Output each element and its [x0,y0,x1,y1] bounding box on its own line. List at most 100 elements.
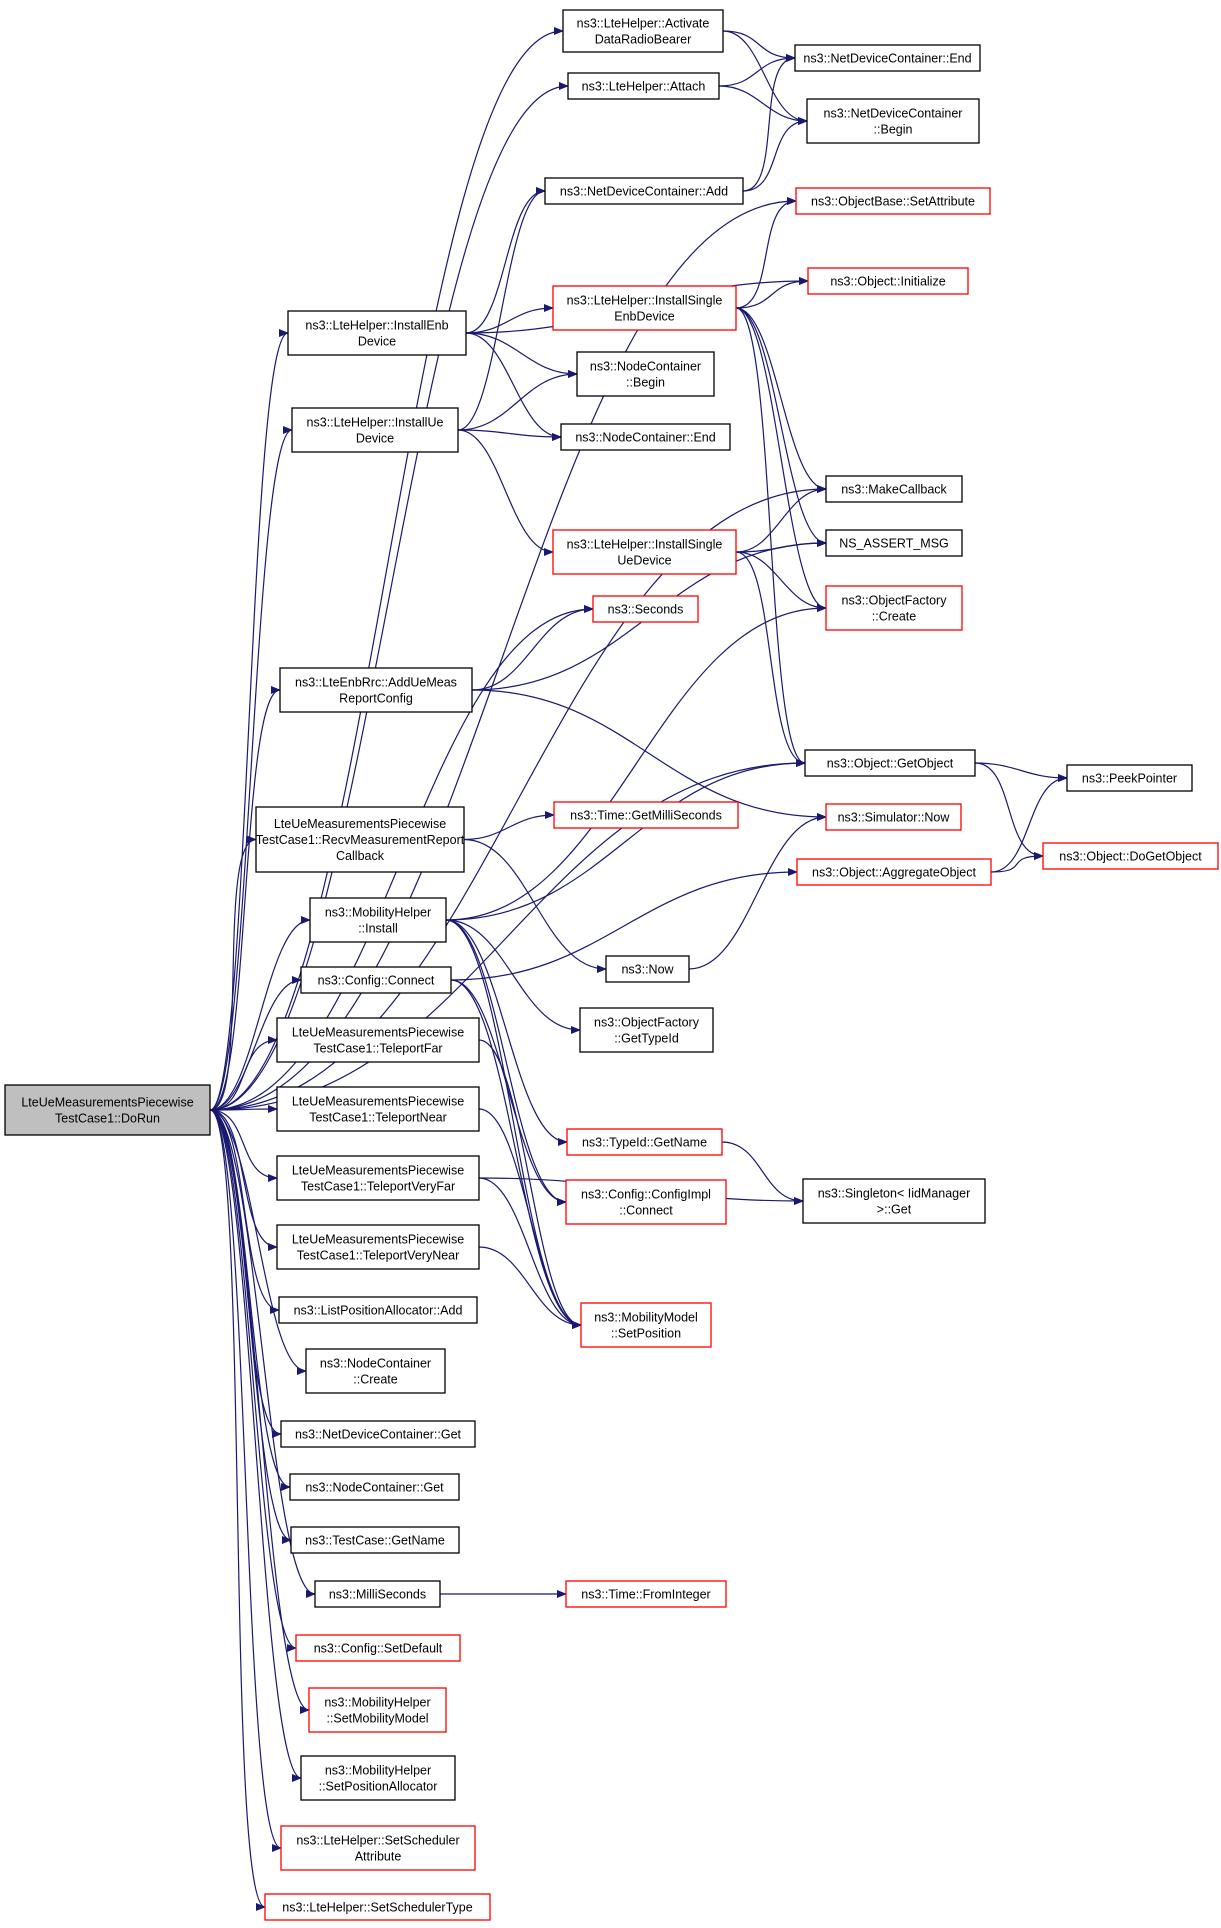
edge-root-to-n_lte_setsa [209,1109,282,1852]
node-label-line: Device [356,432,394,446]
node-label-line: ns3::LteHelper::SetSchedulerType [282,1901,472,1915]
node-n-lpa-add[interactable]: ns3::ListPositionAllocator::Add [278,1296,478,1324]
node-box [562,9,724,53]
node-n-nc-begin[interactable]: ns3::NodeContainer::Begin [576,351,715,397]
node-label-line: ns3::MobilityHelper [324,1696,430,1710]
node-n-tp-vfar[interactable]: LteUeMeasurementsPiecewiseTestCase1::Tel… [276,1155,480,1201]
node-n-seconds[interactable]: ns3::Seconds [592,595,699,623]
node-n-getobj[interactable]: ns3::Object::GetObject [804,749,976,777]
node-n-mm-setpos[interactable]: ns3::MobilityModel::SetPosition [580,1302,712,1348]
node-box [305,1348,446,1394]
node-n-nc-get[interactable]: ns3::NodeContainer::Get [289,1473,460,1501]
node-n-aggobj[interactable]: ns3::Object::AggregateObject [796,858,992,886]
node-n-setattr[interactable]: ns3::ObjectBase::SetAttribute [795,187,991,215]
node-n-getms[interactable]: ns3::Time::GetMilliSeconds [553,801,739,829]
node-box [309,897,447,943]
edge-n_now-to-n_simnow [688,813,827,970]
node-box [276,1224,480,1270]
node-box [276,1017,480,1063]
edge-n_mob_install-to-n_typeid_getname [445,919,568,1146]
edge-n_aggobj-to-n_dogetobj [990,852,1044,873]
node-label-line: ns3::TypeId::GetName [582,1136,707,1150]
node-n-ndc-add[interactable]: ns3::NetDeviceContainer::Add [544,177,744,205]
node-n-nc-end[interactable]: ns3::NodeContainer::End [560,423,731,451]
node-label-line: ns3::Object::DoGetObject [1059,850,1202,864]
node-n-mob-setmm[interactable]: ns3::MobilityHelper::SetMobilityModel [308,1687,447,1733]
node-n-obj-init[interactable]: ns3::Object::Initialize [807,267,969,295]
edge-root-to-n_config_connect [209,976,302,1111]
node-n-fromint[interactable]: ns3::Time::FromInteger [565,1580,727,1608]
node-n-tp-near[interactable]: LteUeMeasurementsPiecewiseTestCase1::Tel… [276,1086,480,1132]
edge-n_mob_install-to-n_cfgimpl [445,919,567,1206]
edge-root-to-n_activate [209,27,564,1111]
node-box [279,667,473,713]
edge-root-to-n_nc_create [209,1109,307,1375]
node-label-line: ns3::LteHelper::Attach [582,80,706,94]
node-label-line: ns3::MobilityHelper [325,1764,431,1778]
node-label-line: ::Connect [619,1204,673,1218]
edge-n_aggobj-to-n_peek [990,774,1068,873]
node-box [825,803,962,831]
node-n-mob-install[interactable]: ns3::MobilityHelper::Install [309,897,447,943]
node-label-line: ::Install [358,922,398,936]
node-n-cfgimpl[interactable]: ns3::Config::ConfigImpl::Connect [565,1179,727,1225]
edge-root-to-n_tp_near [209,1105,278,1114]
node-n-ndc-end[interactable]: ns3::NetDeviceContainer::End [794,44,981,72]
edge-n_inst_single_ue-to-n_makecb [735,485,827,553]
node-n-tp-vnear[interactable]: LteUeMeasurementsPiecewiseTestCase1::Tel… [276,1224,480,1270]
edge-n_inst_single_enb-to-n_makecb [735,307,827,493]
node-n-millis[interactable]: ns3::MilliSeconds [314,1580,441,1608]
node-box [567,72,720,100]
node-n-typeid-getname[interactable]: ns3::TypeId::GetName [566,1128,723,1156]
node-n-mob-setpa[interactable]: ns3::MobilityHelper::SetPositionAllocato… [300,1755,456,1801]
node-box [287,310,467,356]
node-box [300,966,452,994]
edge-n_ndc_add-to-n_ndc_begin [742,117,808,192]
edge-n_recv-to-n_getms [463,811,555,841]
node-n-nc-create[interactable]: ns3::NodeContainer::Create [305,1348,446,1394]
node-label-line: ns3::Object::Initialize [830,275,945,289]
node-n-now[interactable]: ns3::Now [605,955,690,983]
node-label-line: TestCase1::TeleportVeryNear [297,1249,460,1263]
edge-n_activate-to-n_ndc_begin [722,30,808,125]
node-label-line: ns3::LteHelper::InstallUe [307,416,444,430]
node-label-line: ns3::MilliSeconds [329,1588,426,1602]
node-box [552,529,737,575]
edge-root-to-n_millis [209,1109,316,1598]
node-n-singleton[interactable]: ns3::Singleton< IidManager>::Get [802,1178,986,1224]
node-n-objf-create[interactable]: ns3::ObjectFactory::Create [825,585,963,631]
node-n-tp-far[interactable]: LteUeMeasurementsPiecewiseTestCase1::Tel… [276,1017,480,1063]
node-n-ndc-get[interactable]: ns3::NetDeviceContainer::Get [280,1420,476,1448]
node-n-assert[interactable]: NS_ASSERT_MSG [825,529,963,557]
node-n-tc-getname[interactable]: ns3::TestCase::GetName [290,1526,460,1554]
edge-n_inst_single_enb-to-n_obj_init [735,277,809,309]
node-n-config-connect[interactable]: ns3::Config::Connect [300,966,452,994]
edge-n_getobj-to-n_dogetobj [974,762,1044,860]
node-box [280,1420,476,1448]
node-n-makecb[interactable]: ns3::MakeCallback [825,475,963,503]
node-n-objf-gettid[interactable]: ns3::ObjectFactory::GetTypeId [579,1007,714,1053]
node-n-recv[interactable]: LteUeMeasurementsPiecewiseTestCase1::Rec… [255,806,465,873]
node-n-cfg-setdef[interactable]: ns3::Config::SetDefault [295,1634,461,1662]
node-n-simnow[interactable]: ns3::Simulator::Now [825,803,962,831]
node-label-line: TestCase1::DoRun [55,1112,160,1126]
node-box [264,1893,491,1921]
node-n-lte-setst[interactable]: ns3::LteHelper::SetSchedulerType [264,1893,491,1921]
node-n-attach[interactable]: ns3::LteHelper::Attach [567,72,720,100]
node-n-dogetobj[interactable]: ns3::Object::DoGetObject [1042,842,1219,870]
node-root[interactable]: LteUeMeasurementsPiecewiseTestCase1::DoR… [4,1084,211,1136]
node-n-peek[interactable]: ns3::PeekPointer [1066,764,1193,792]
node-box [255,806,465,873]
node-label-line: ns3::ObjectFactory [842,594,948,608]
node-n-ndc-begin[interactable]: ns3::NetDeviceContainer::Begin [806,98,980,144]
node-box [4,1084,211,1136]
edges [209,27,1068,1911]
